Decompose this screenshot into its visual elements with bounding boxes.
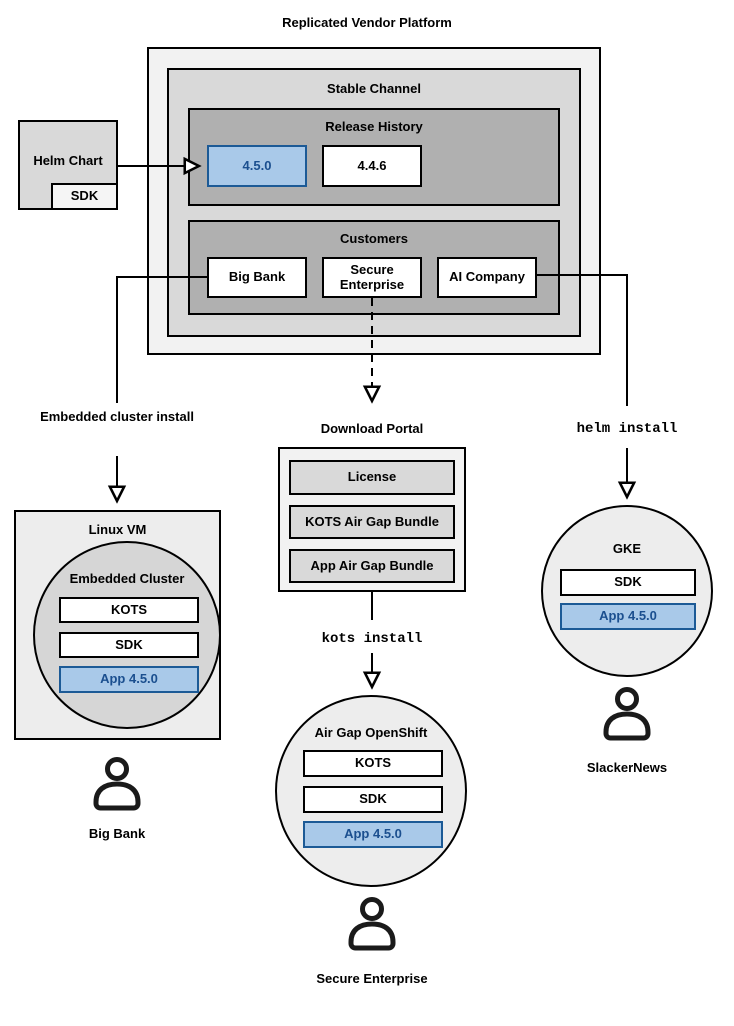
release-4-4-6: 4.4.6: [322, 145, 422, 187]
download-portal-box: License KOTS Air Gap Bundle App Air Gap …: [278, 447, 466, 592]
user-icon: [348, 897, 396, 951]
openshift-sdk: SDK: [303, 786, 443, 813]
customers-label: Customers: [340, 231, 408, 246]
embedded-cluster-label: Embedded Cluster: [69, 571, 185, 586]
edge-label-kots-install: kots install: [321, 631, 423, 647]
portal-item-app-airgap-bundle: App Air Gap Bundle: [289, 549, 455, 583]
linux-vm-label: Linux VM: [88, 522, 147, 537]
edge-label-embedded-cluster-install: Embedded cluster install: [40, 409, 194, 424]
openshift-app: App 4.5.0: [303, 821, 443, 848]
user-icon: [603, 687, 651, 741]
edge-label-helm-install: helm install: [576, 421, 678, 437]
user-label-slackernews: SlackerNews: [586, 760, 668, 775]
user-label-big-bank: Big Bank: [88, 826, 146, 841]
gke-sdk: SDK: [560, 569, 696, 596]
release-history-label: Release History: [325, 119, 423, 134]
release-4-5-0: 4.5.0: [207, 145, 307, 187]
linux-vm-app: App 4.5.0: [59, 666, 199, 693]
portal-item-license: License: [289, 460, 455, 495]
customer-big-bank: Big Bank: [207, 257, 307, 298]
gke-label: GKE: [612, 541, 642, 556]
helm-chart-sdk-box: SDK: [51, 183, 118, 210]
linux-vm-sdk: SDK: [59, 632, 199, 658]
gke-app: App 4.5.0: [560, 603, 696, 630]
user-label-secure-enterprise: Secure Enterprise: [316, 971, 428, 986]
customer-ai-company: AI Company: [437, 257, 537, 298]
diagram-title: Replicated Vendor Platform: [282, 15, 452, 30]
helm-chart-label: Helm Chart: [33, 153, 103, 168]
helm-chart-box: Helm Chart SDK: [18, 120, 118, 210]
openshift-kots: KOTS: [303, 750, 443, 777]
air-gap-openshift-circle: Air Gap OpenShift KOTS SDK App 4.5.0: [275, 695, 467, 887]
download-portal-label: Download Portal: [320, 421, 424, 436]
embedded-cluster-circle: Embedded Cluster KOTS SDK App 4.5.0: [33, 541, 221, 729]
air-gap-openshift-label: Air Gap OpenShift: [314, 725, 428, 740]
gke-circle: GKE SDK App 4.5.0: [541, 505, 713, 677]
portal-item-kots-airgap-bundle: KOTS Air Gap Bundle: [289, 505, 455, 539]
customer-secure-enterprise: Secure Enterprise: [322, 257, 422, 298]
linux-vm-box: Linux VM Embedded Cluster KOTS SDK App 4…: [14, 510, 221, 740]
linux-vm-kots: KOTS: [59, 597, 199, 623]
user-icon: [93, 757, 141, 811]
stable-channel-label: Stable Channel: [327, 81, 421, 96]
